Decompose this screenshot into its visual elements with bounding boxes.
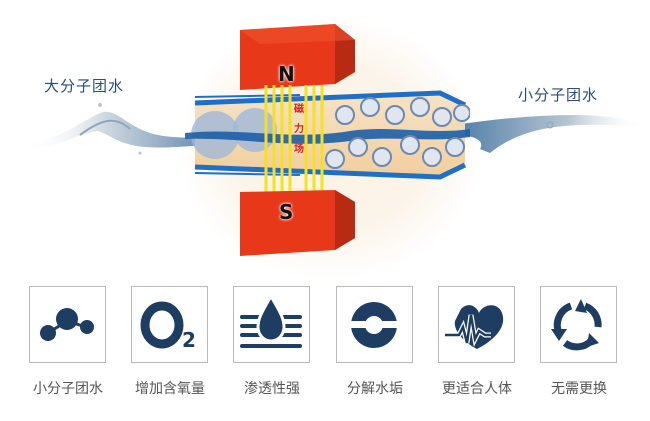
magnetic-field-lines [264, 85, 324, 195]
feature-label: 无需更换 [551, 381, 607, 397]
recycle-arrows-icon [540, 286, 617, 363]
feature-label: 小分子团水 [33, 381, 103, 397]
feature-label: 分解水垢 [347, 381, 403, 397]
scale-decompose-icon [336, 286, 413, 363]
magnetization-tube [185, 90, 470, 180]
small-cluster-water-label: 小分子团水 [518, 86, 599, 104]
north-pole-label: N [278, 62, 295, 86]
water-drop-penetration-icon [233, 286, 310, 363]
feature-label: 增加含氧量 [135, 381, 205, 397]
large-cluster-water-label: 大分子团水 [44, 77, 125, 95]
molecule-icon [29, 286, 106, 363]
north-magnet [240, 24, 355, 90]
feature-label: 渗透性强 [244, 381, 300, 397]
heart-pulse-icon [438, 286, 515, 363]
feature-label: 更适合人体 [442, 381, 512, 397]
oxygen-o2-icon: 2 [131, 286, 208, 363]
south-pole-label: S [279, 200, 294, 224]
svg-text:2: 2 [182, 328, 196, 352]
magnetic-field-text: 磁 力 场 [294, 104, 304, 155]
south-magnet [240, 190, 355, 256]
right-water-stream [455, 115, 645, 153]
left-water-stream [25, 103, 220, 155]
